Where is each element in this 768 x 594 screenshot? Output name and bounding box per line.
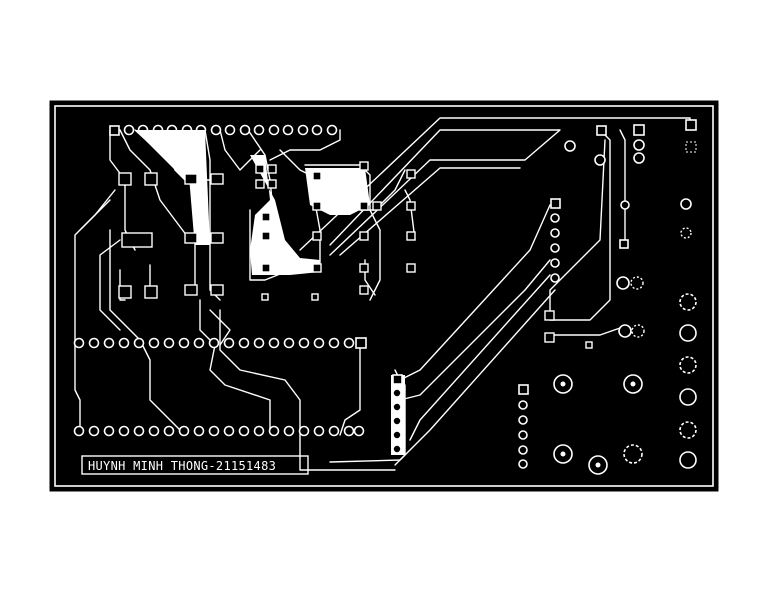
- copper-pour-left: [135, 130, 210, 245]
- board-outline: [48, 99, 720, 493]
- right-terminal-pads: [553, 198, 697, 475]
- silkscreen-label: HUYNH MINH THONG-21151483: [88, 459, 276, 473]
- header-j2-bottom-row: [73, 425, 365, 437]
- connector-j3: [391, 374, 405, 455]
- silkscreen-label-box: HUYNH MINH THONG-21151483: [81, 455, 309, 475]
- header-j2-top-row: [73, 337, 367, 349]
- board-edge-line: [54, 105, 714, 487]
- top-right-components: [564, 119, 697, 249]
- connector-j4: [550, 198, 561, 283]
- connector-j5: [518, 384, 529, 469]
- smd-components: [118, 161, 593, 349]
